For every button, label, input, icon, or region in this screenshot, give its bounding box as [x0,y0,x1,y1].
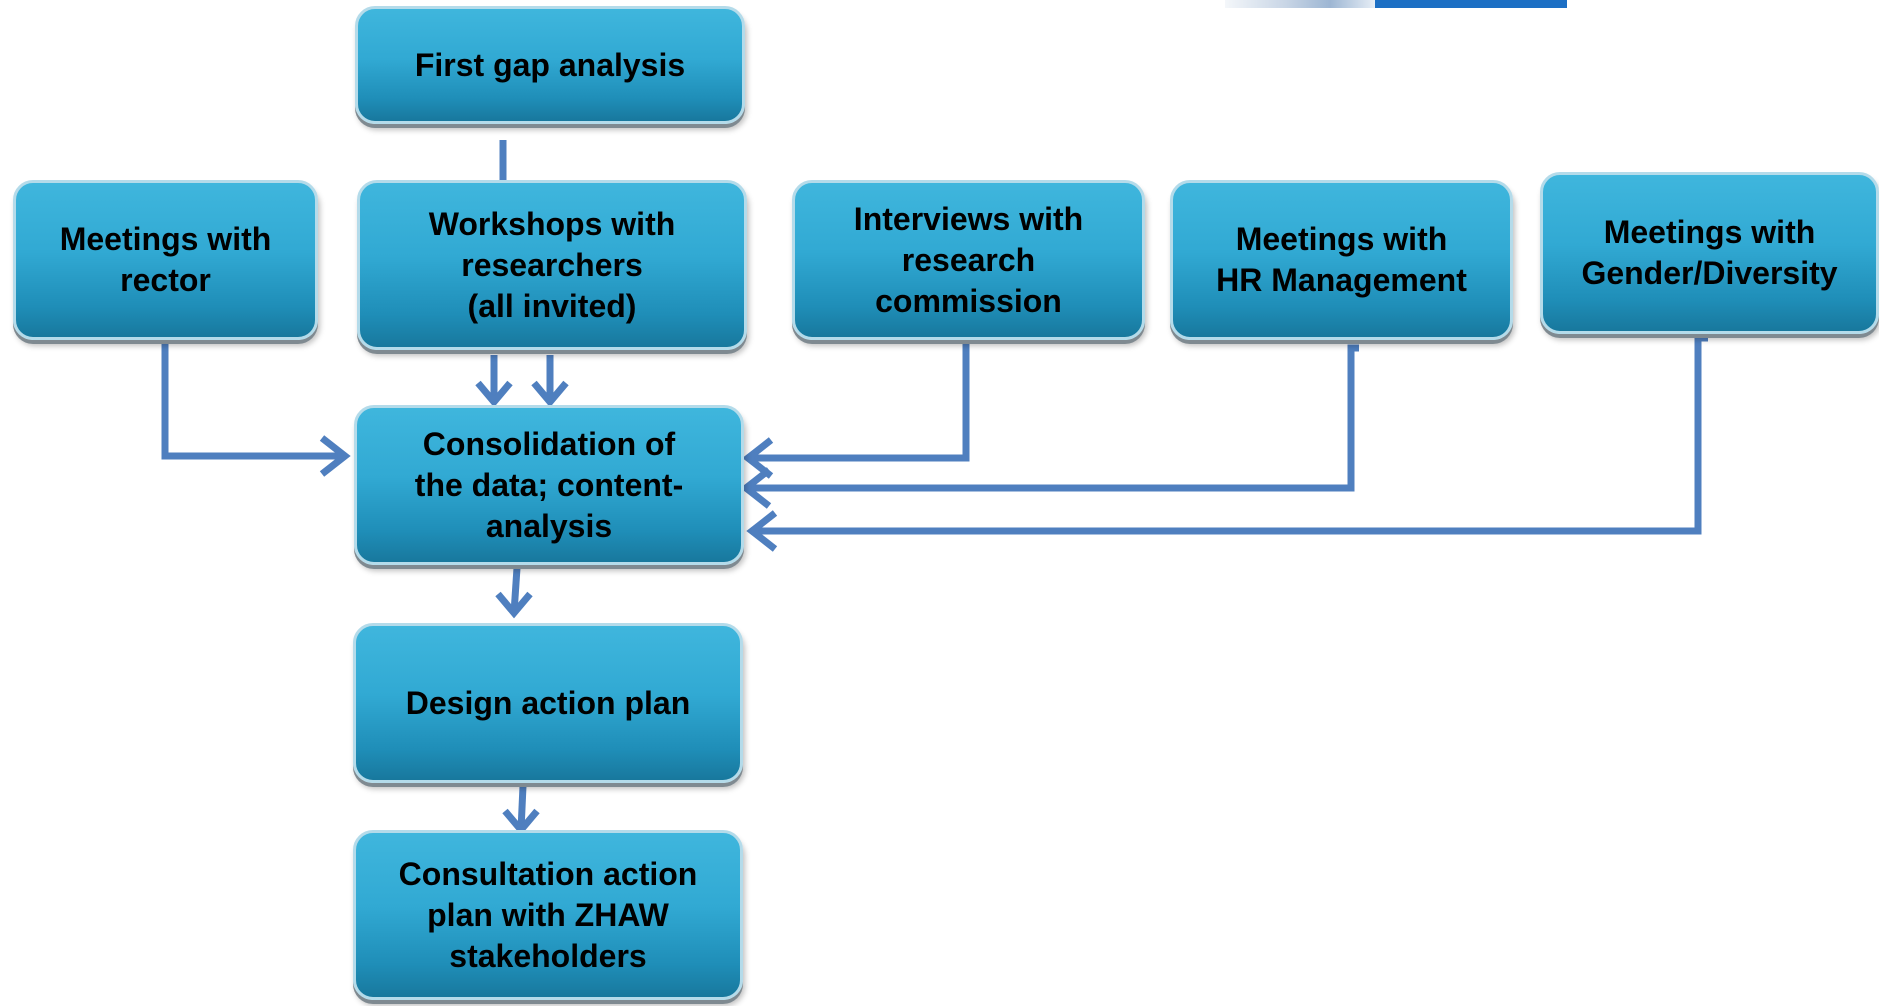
arrowhead-consolidation [495,591,533,619]
arrowhead-rector [319,435,351,477]
arrowhead-gender [746,510,778,552]
logo-grey-part [1225,0,1375,8]
connector-consolidation-to-design [510,567,521,614]
node-interviews-with-research-commission: Interviews with research commission [792,180,1145,340]
connector-rector-to-consolidation [161,340,345,460]
arrowhead-workshops-right [531,380,569,408]
arrowhead-hr [740,467,772,509]
node-meetings-with-hr-management: Meetings with HR Management [1170,180,1513,340]
connector-hr-to-consolidation [746,344,1359,492]
logo-fragment [1225,0,1567,8]
node-design-action-plan: Design action plan [353,623,743,783]
node-workshops-with-researchers: Workshops with researchers (all invited) [357,180,747,350]
connector-gender-to-consolidation [752,334,1708,535]
node-first-gap-analysis: First gap analysis [355,6,745,124]
node-meetings-with-rector: Meetings with rector [13,180,318,340]
node-consolidation-of-data: Consolidation of the data; content- anal… [354,405,744,565]
connector-interviews-to-consolidation [748,340,970,462]
logo-blue-bar [1375,0,1567,8]
connector-design-to-consultation [517,785,527,831]
arrowhead-workshops-left [475,380,513,408]
node-meetings-with-gender-diversity: Meetings with Gender/Diversity [1540,172,1879,334]
node-consultation-action-plan: Consultation action plan with ZHAW stake… [353,830,743,1000]
